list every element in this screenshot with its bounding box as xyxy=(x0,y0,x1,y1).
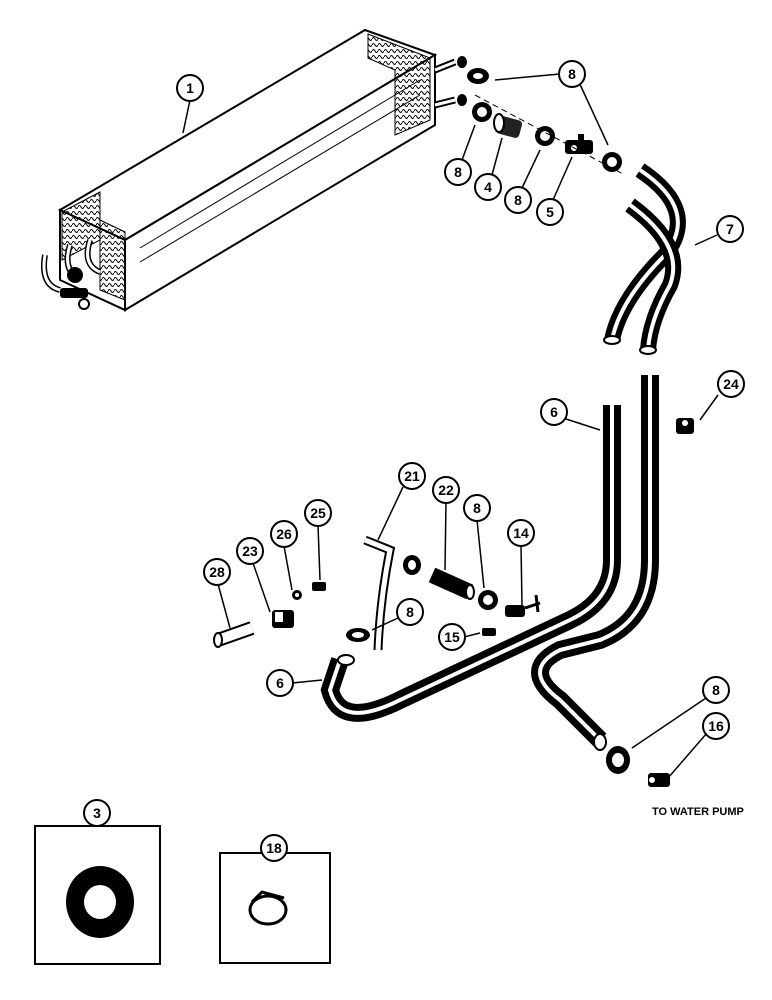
svg-text:3: 3 xyxy=(93,805,101,821)
callout-22: 22 xyxy=(432,476,460,504)
clamp-8-top xyxy=(467,68,489,84)
callout-6-bottom: 6 xyxy=(266,669,294,697)
svg-text:28: 28 xyxy=(209,564,225,580)
clamp-8-c2 xyxy=(602,152,622,172)
heater-core xyxy=(41,28,467,312)
callout-1: 1 xyxy=(176,74,204,102)
clamp-8-mid-upper xyxy=(403,555,421,575)
callout-16: 16 xyxy=(702,712,730,740)
svg-text:15: 15 xyxy=(444,629,460,645)
svg-text:4: 4 xyxy=(484,179,492,195)
bracket-24 xyxy=(676,418,694,434)
svg-text:21: 21 xyxy=(404,468,420,484)
callout-5: 5 xyxy=(536,198,564,226)
screw-15 xyxy=(482,628,496,636)
svg-text:14: 14 xyxy=(513,525,529,541)
fitting-16 xyxy=(648,773,670,787)
svg-text:7: 7 xyxy=(726,221,734,237)
svg-text:24: 24 xyxy=(723,376,739,392)
svg-text:5: 5 xyxy=(546,204,554,220)
callout-4: 4 xyxy=(474,173,502,201)
hose-7 xyxy=(603,163,686,355)
callout-14: 14 xyxy=(507,519,535,547)
callout-25: 25 xyxy=(304,499,332,527)
inset-box-3 xyxy=(34,825,161,965)
callout-8-d: 8 xyxy=(396,598,424,626)
svg-text:8: 8 xyxy=(454,164,462,180)
svg-text:18: 18 xyxy=(266,840,282,856)
svg-text:8: 8 xyxy=(514,192,522,208)
svg-text:6: 6 xyxy=(550,404,558,420)
callout-8-e: 8 xyxy=(702,676,730,704)
callout-3: 3 xyxy=(83,799,111,827)
valve-5 xyxy=(565,134,593,154)
tube-22 xyxy=(428,567,475,600)
nut-26 xyxy=(292,590,302,600)
valve-14 xyxy=(505,594,541,617)
svg-text:8: 8 xyxy=(712,682,720,698)
callout-23: 23 xyxy=(236,537,264,565)
svg-text:8: 8 xyxy=(568,66,576,82)
svg-text:16: 16 xyxy=(708,718,724,734)
callout-26: 26 xyxy=(270,520,298,548)
callout-8-b: 8 xyxy=(504,186,532,214)
clamp-8-a xyxy=(472,102,492,122)
bracket-23 xyxy=(272,610,294,628)
hose-6 xyxy=(320,375,659,751)
callout-18: 18 xyxy=(260,834,288,862)
sleeve-28 xyxy=(213,621,255,648)
clamp-8-c xyxy=(478,590,498,610)
svg-text:26: 26 xyxy=(276,526,292,542)
tube-21 xyxy=(363,535,396,651)
callout-8-c: 8 xyxy=(463,494,491,522)
note-to-water-pump: TO WATER PUMP xyxy=(652,806,744,818)
svg-text:6: 6 xyxy=(276,675,284,691)
callout-15: 15 xyxy=(438,623,466,651)
callout-21: 21 xyxy=(398,462,426,490)
svg-text:22: 22 xyxy=(438,482,454,498)
callout-8-a: 8 xyxy=(444,158,472,186)
callout-6-top: 6 xyxy=(540,398,568,426)
bolt-25 xyxy=(312,582,326,591)
clamp-8-e xyxy=(606,746,630,774)
svg-text:25: 25 xyxy=(310,505,326,521)
inset-box-18 xyxy=(219,852,331,964)
svg-text:8: 8 xyxy=(473,500,481,516)
tube-4 xyxy=(493,113,523,138)
svg-text:8: 8 xyxy=(406,604,414,620)
callout-28: 28 xyxy=(203,558,231,586)
clamp-8-d xyxy=(346,628,370,642)
svg-text:1: 1 xyxy=(186,80,194,96)
callout-7: 7 xyxy=(716,215,744,243)
callout-24: 24 xyxy=(717,370,745,398)
leader-lines xyxy=(182,73,719,779)
callout-8-top: 8 xyxy=(558,60,586,88)
svg-text:23: 23 xyxy=(242,543,258,559)
